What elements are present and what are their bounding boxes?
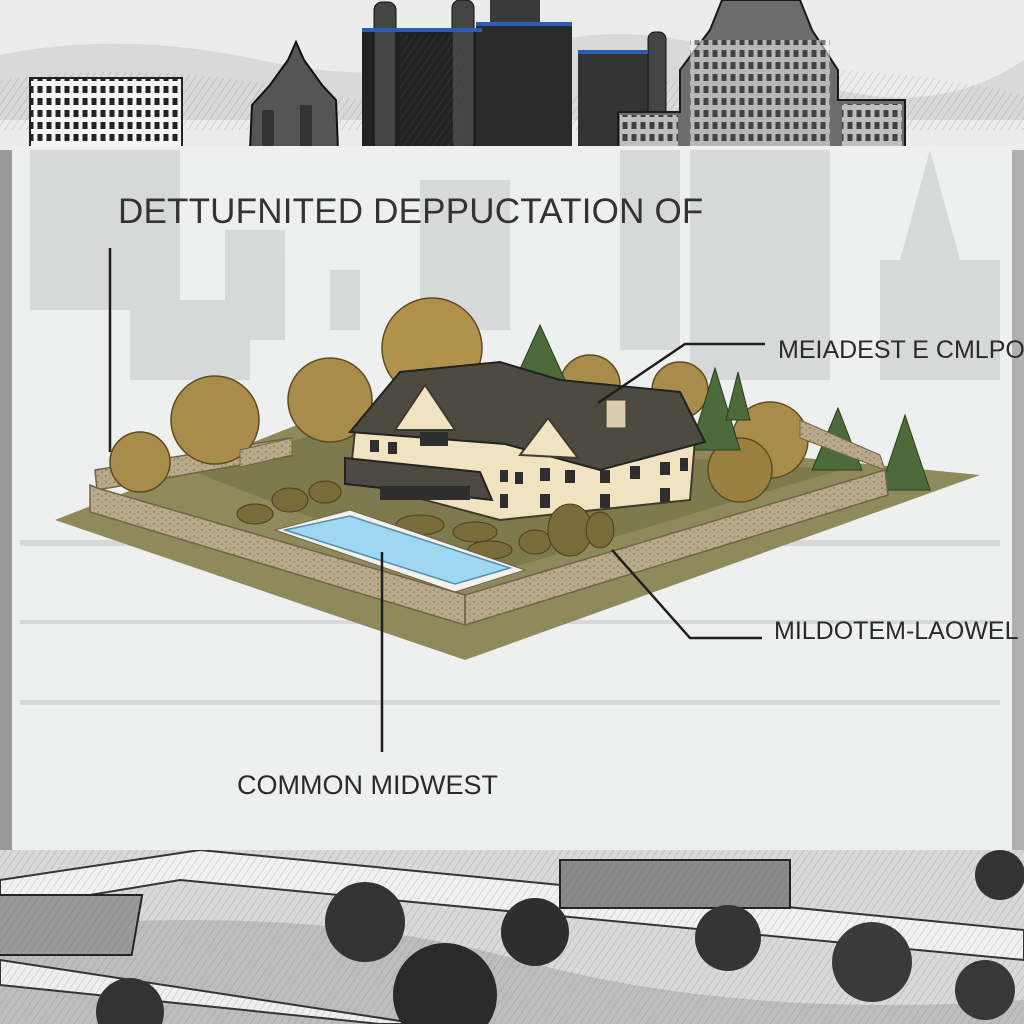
city-skyline	[0, 0, 1024, 151]
estate-illustration	[55, 297, 980, 660]
pool	[282, 515, 513, 585]
office-tower-left	[29, 77, 183, 151]
aerial-cityscape	[0, 848, 1024, 1024]
edge-city-right	[1012, 150, 1024, 850]
callout-bottom: COMMON MIDWEST	[237, 770, 498, 800]
leader-line-top-right	[597, 342, 765, 405]
diagram-title: DETTUFNITED DEPPUCTATION OF	[118, 192, 704, 231]
edge-city-left	[0, 150, 12, 850]
callout-right: MILDOTEM-LAOWEL	[774, 617, 1019, 645]
mansion	[344, 360, 707, 522]
leader-line-right	[611, 549, 762, 640]
callout-top-right: MEIADEST E CMLPO	[778, 336, 1024, 364]
